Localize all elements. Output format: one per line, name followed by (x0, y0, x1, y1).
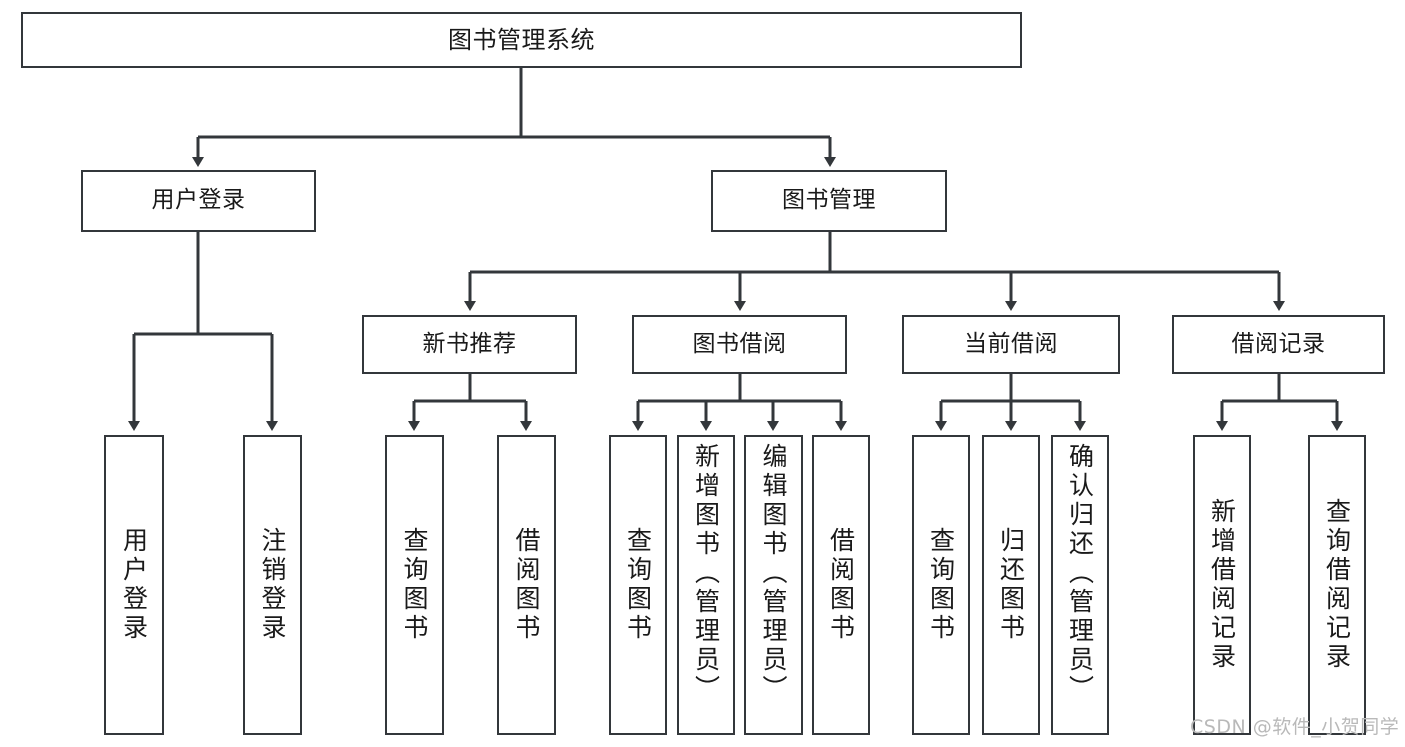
leaf-query-book-new[interactable]: 查询图书 (385, 435, 444, 735)
leaf-edit-book-admin[interactable]: 编辑图书（管理员） (744, 435, 803, 735)
leaf-query-book-borrow[interactable]: 查询图书 (609, 435, 667, 735)
leaf-label: 归还图书 (996, 527, 1026, 643)
leaf-query-book-current[interactable]: 查询图书 (912, 435, 970, 735)
watermark: CSDN @软件_小贺同学 (1190, 716, 1400, 738)
leaf-confirm-return-admin[interactable]: 确认归还（管理员） (1051, 435, 1109, 735)
node-book-borrow[interactable]: 图书借阅 (632, 315, 847, 374)
leaf-label: 注销登录 (258, 527, 287, 643)
leaf-borrow-book-new[interactable]: 借阅图书 (497, 435, 556, 735)
node-label: 图书管理系统 (448, 25, 595, 54)
node-label: 用户登录 (151, 187, 246, 214)
leaf-label: 查询图书 (926, 527, 956, 643)
leaf-label: 用户登录 (119, 527, 149, 643)
node-label: 当前借阅 (964, 330, 1058, 357)
node-label: 新书推荐 (422, 330, 517, 357)
leaf-label: 查询借阅记录 (1322, 498, 1352, 672)
node-label: 图书借阅 (692, 330, 787, 357)
node-new-book-recommend[interactable]: 新书推荐 (362, 315, 577, 374)
node-book-management[interactable]: 图书管理 (711, 170, 947, 232)
leaf-query-borrow-record[interactable]: 查询借阅记录 (1308, 435, 1366, 735)
leaf-label: 查询图书 (400, 527, 429, 643)
node-user-login[interactable]: 用户登录 (81, 170, 316, 232)
leaf-label: 编辑图书（管理员） (759, 443, 788, 704)
leaf-label: 借阅图书 (826, 527, 856, 643)
node-root-system[interactable]: 图书管理系统 (21, 12, 1022, 68)
leaf-user-login[interactable]: 用户登录 (104, 435, 164, 735)
leaf-return-book[interactable]: 归还图书 (982, 435, 1040, 735)
node-label: 图书管理 (782, 187, 876, 214)
leaf-add-borrow-record[interactable]: 新增借阅记录 (1193, 435, 1251, 735)
leaf-add-book-admin[interactable]: 新增图书（管理员） (677, 435, 735, 735)
node-label: 借阅记录 (1231, 330, 1326, 357)
leaf-label: 查询图书 (623, 527, 653, 643)
node-borrow-record[interactable]: 借阅记录 (1172, 315, 1385, 374)
leaf-label: 借阅图书 (512, 527, 541, 643)
node-current-borrow[interactable]: 当前借阅 (902, 315, 1120, 374)
leaf-logout[interactable]: 注销登录 (243, 435, 302, 735)
leaf-label: 确认归还（管理员） (1065, 443, 1095, 704)
leaf-label: 新增借阅记录 (1207, 498, 1237, 672)
leaf-label: 新增图书（管理员） (691, 443, 721, 704)
leaf-borrow-book[interactable]: 借阅图书 (812, 435, 870, 735)
